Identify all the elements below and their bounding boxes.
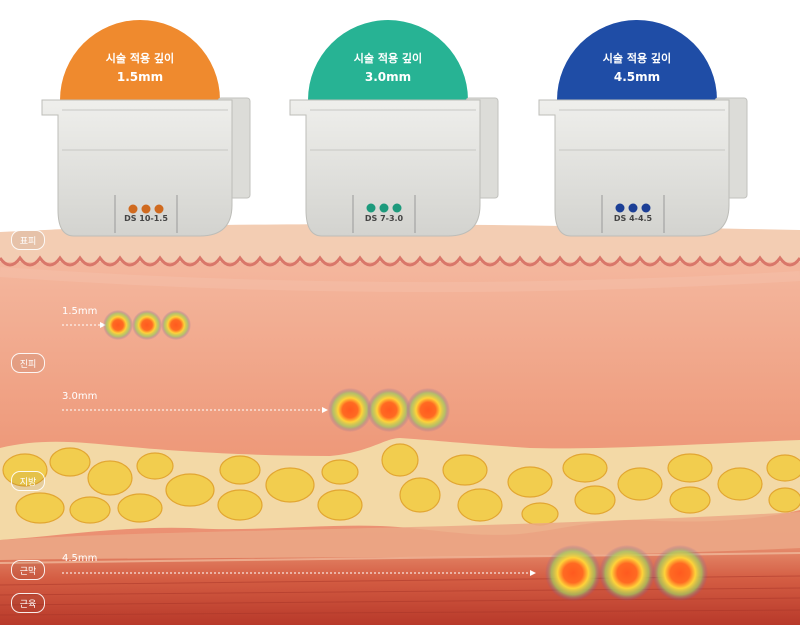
focal-point — [599, 545, 655, 601]
focal-point — [406, 388, 450, 432]
layer-label-dermis: 진피 — [11, 353, 45, 373]
dome-depth: 1.5mm — [116, 70, 164, 84]
depth-label-3-0mm: 3.0mm — [62, 391, 98, 402]
focal-points-3-0mm — [328, 388, 450, 432]
depth-dome — [308, 20, 468, 100]
focal-point — [132, 310, 162, 340]
layer-label-fat: 지방 — [11, 471, 45, 491]
dome-text-1: 시술 적용 깊이 1.5mm — [60, 52, 220, 85]
cartridge-4-5mm — [538, 20, 748, 237]
focal-point — [328, 388, 372, 432]
focal-point — [652, 545, 708, 601]
focal-point — [161, 310, 191, 340]
depth-arrow-3-0mm — [62, 407, 328, 413]
layer-label-epidermis: 표피 — [11, 230, 45, 250]
focal-point — [103, 310, 133, 340]
depth-dome — [60, 20, 220, 100]
focal-point — [367, 388, 411, 432]
layer-label-smas: 근막 — [11, 560, 45, 580]
dome-text-2: 시술 적용 깊이 3.0mm — [308, 52, 468, 85]
dome-title: 시술 적용 깊이 — [602, 52, 672, 65]
layer-label-muscle: 근육 — [11, 593, 45, 613]
cartridge-3-0mm — [289, 20, 499, 237]
cartridge-1-5mm — [41, 20, 251, 237]
depth-label-4-5mm: 4.5mm — [62, 553, 98, 564]
dome-depth: 3.0mm — [364, 70, 412, 84]
dome-text-3: 시술 적용 깊이 4.5mm — [557, 52, 717, 85]
depth-dome — [557, 20, 717, 100]
dome-title: 시술 적용 깊이 — [353, 52, 423, 65]
dome-depth: 4.5mm — [613, 70, 661, 84]
focal-points-1-5mm — [103, 310, 191, 340]
cartridge-code: DS 7-3.0 — [364, 214, 404, 223]
cartridge-code: DS 4-4.5 — [613, 214, 653, 223]
cartridge-code: DS 10-1.5 — [124, 214, 168, 223]
focal-point — [545, 545, 601, 601]
depth-label-1-5mm: 1.5mm — [62, 306, 98, 317]
dome-title: 시술 적용 깊이 — [105, 52, 175, 65]
depth-arrow-4-5mm — [62, 570, 536, 576]
focal-points-4-5mm — [545, 545, 708, 601]
